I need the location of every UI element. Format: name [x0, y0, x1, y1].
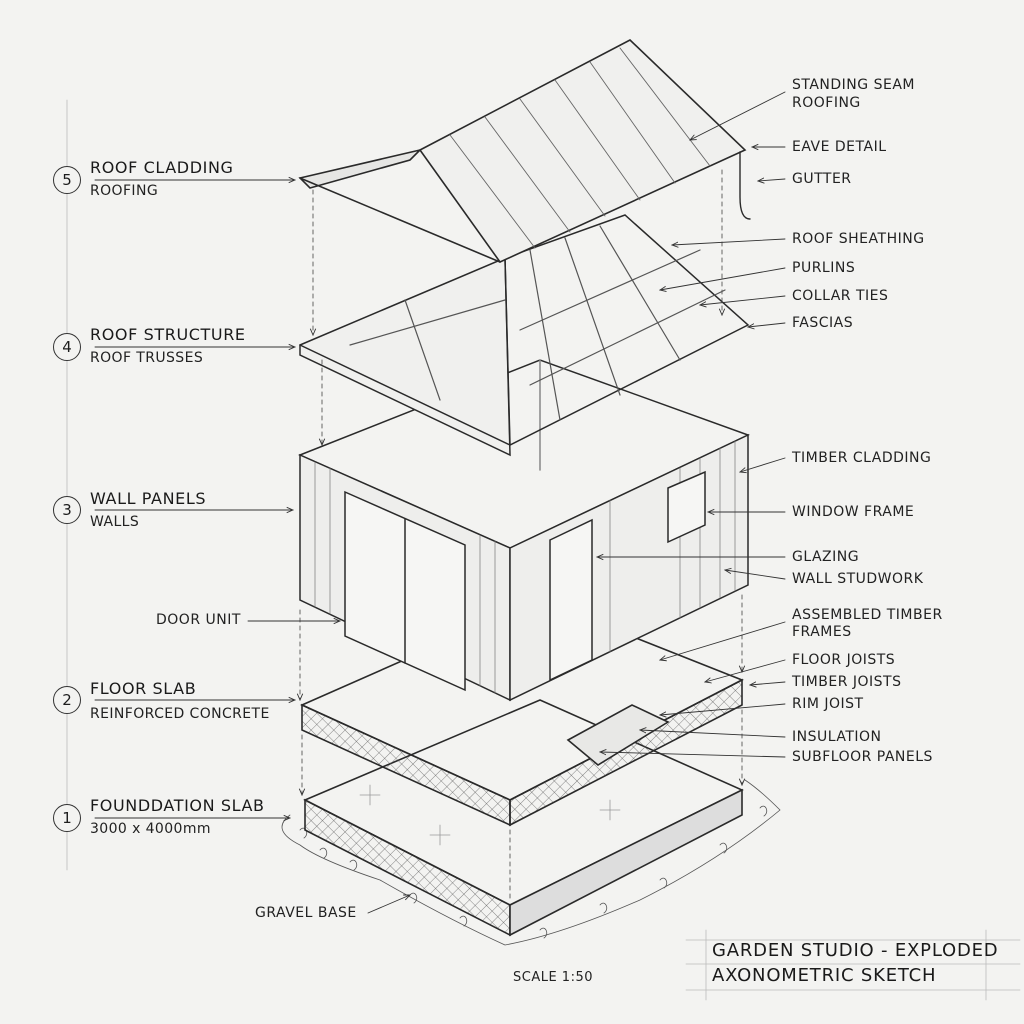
callout-rim-joist: RIM JOIST [792, 696, 864, 712]
foundation-slab [303, 699, 744, 937]
layer-title-wall-panels: WALL PANELS [90, 489, 207, 508]
layer-number-3: 3 [53, 496, 81, 524]
layer-title-roof-structure: ROOF STRUCTURE [90, 325, 246, 344]
callout-gravel-base: GRAVEL BASE [255, 905, 357, 921]
callout-purlins: PURLINS [792, 260, 856, 276]
window-frame [667, 470, 706, 544]
callout-wall-studwork: WALL STUDWORK [792, 571, 924, 587]
layer-number-2: 2 [53, 686, 81, 714]
leader-lines [94, 91, 786, 914]
layer-title-foundation-slab: FOUNDDATION SLAB [90, 796, 265, 815]
scale-label: SCALE 1:50 [513, 970, 594, 985]
layer-subtitle-dimensions: 3000 x 4000mm [90, 821, 211, 837]
title-line-1: GARDEN STUDIO - EXPLODED [712, 940, 999, 961]
callout-frames: FRAMES [792, 624, 852, 640]
layer-subtitle-walls: WALLS [90, 514, 140, 530]
guide-lines [66, 99, 1021, 1001]
title-block: GARDEN STUDIO - EXPLODED AXONOMETRIC SKE… [712, 938, 998, 988]
callout-floor-joists: FLOOR JOISTS [792, 652, 896, 668]
layer-title-roof-cladding: ROOF CLADDING [90, 158, 234, 177]
callout-fascias: FASCIAS [792, 315, 854, 331]
roof-cladding [298, 39, 751, 264]
callout-subfloor-panels: SUBFLOOR PANELS [792, 749, 933, 765]
callout-insulation: INSULATION [792, 729, 882, 745]
callout-assembled-timber: ASSEMBLED TIMBER [792, 607, 943, 623]
callout-eave-detail: EAVE DETAIL [792, 139, 887, 155]
callout-glazing: GLAZING [792, 549, 860, 565]
callout-standing-seam: STANDING SEAM [792, 77, 915, 93]
callout-timber-joists: TIMBER JOISTS [792, 674, 902, 690]
glazed-door [549, 518, 593, 682]
layer-number-1: 1 [53, 804, 81, 832]
gutter [739, 151, 751, 220]
gravel-base [281, 779, 781, 946]
layer-number-4: 4 [53, 333, 81, 361]
layer-title-floor-slab: FLOOR SLAB [90, 679, 197, 698]
callout-gutter: GUTTER [792, 171, 852, 187]
callout-timber-cladding: TIMBER CLADDING [792, 450, 932, 466]
layer-subtitle-concrete: REINFORCED CONCRETE [90, 706, 270, 722]
title-line-2: AXONOMETRIC SKETCH [712, 965, 937, 986]
layer-subtitle-roof-trusses: ROOF TRUSSES [90, 350, 204, 366]
callout-roofing: ROOFING [792, 95, 861, 111]
callout-roof-sheathing: ROOF SHEATHING [792, 231, 925, 247]
callout-door-unit: DOOR UNIT [156, 612, 241, 628]
layer-number-5: 5 [53, 166, 81, 194]
callout-collar-ties: COLLAR TIES [792, 288, 889, 304]
wall-panels [298, 359, 750, 702]
callout-window-frame: WINDOW FRAME [792, 504, 915, 520]
layer-subtitle-roofing: ROOFING [90, 183, 159, 199]
